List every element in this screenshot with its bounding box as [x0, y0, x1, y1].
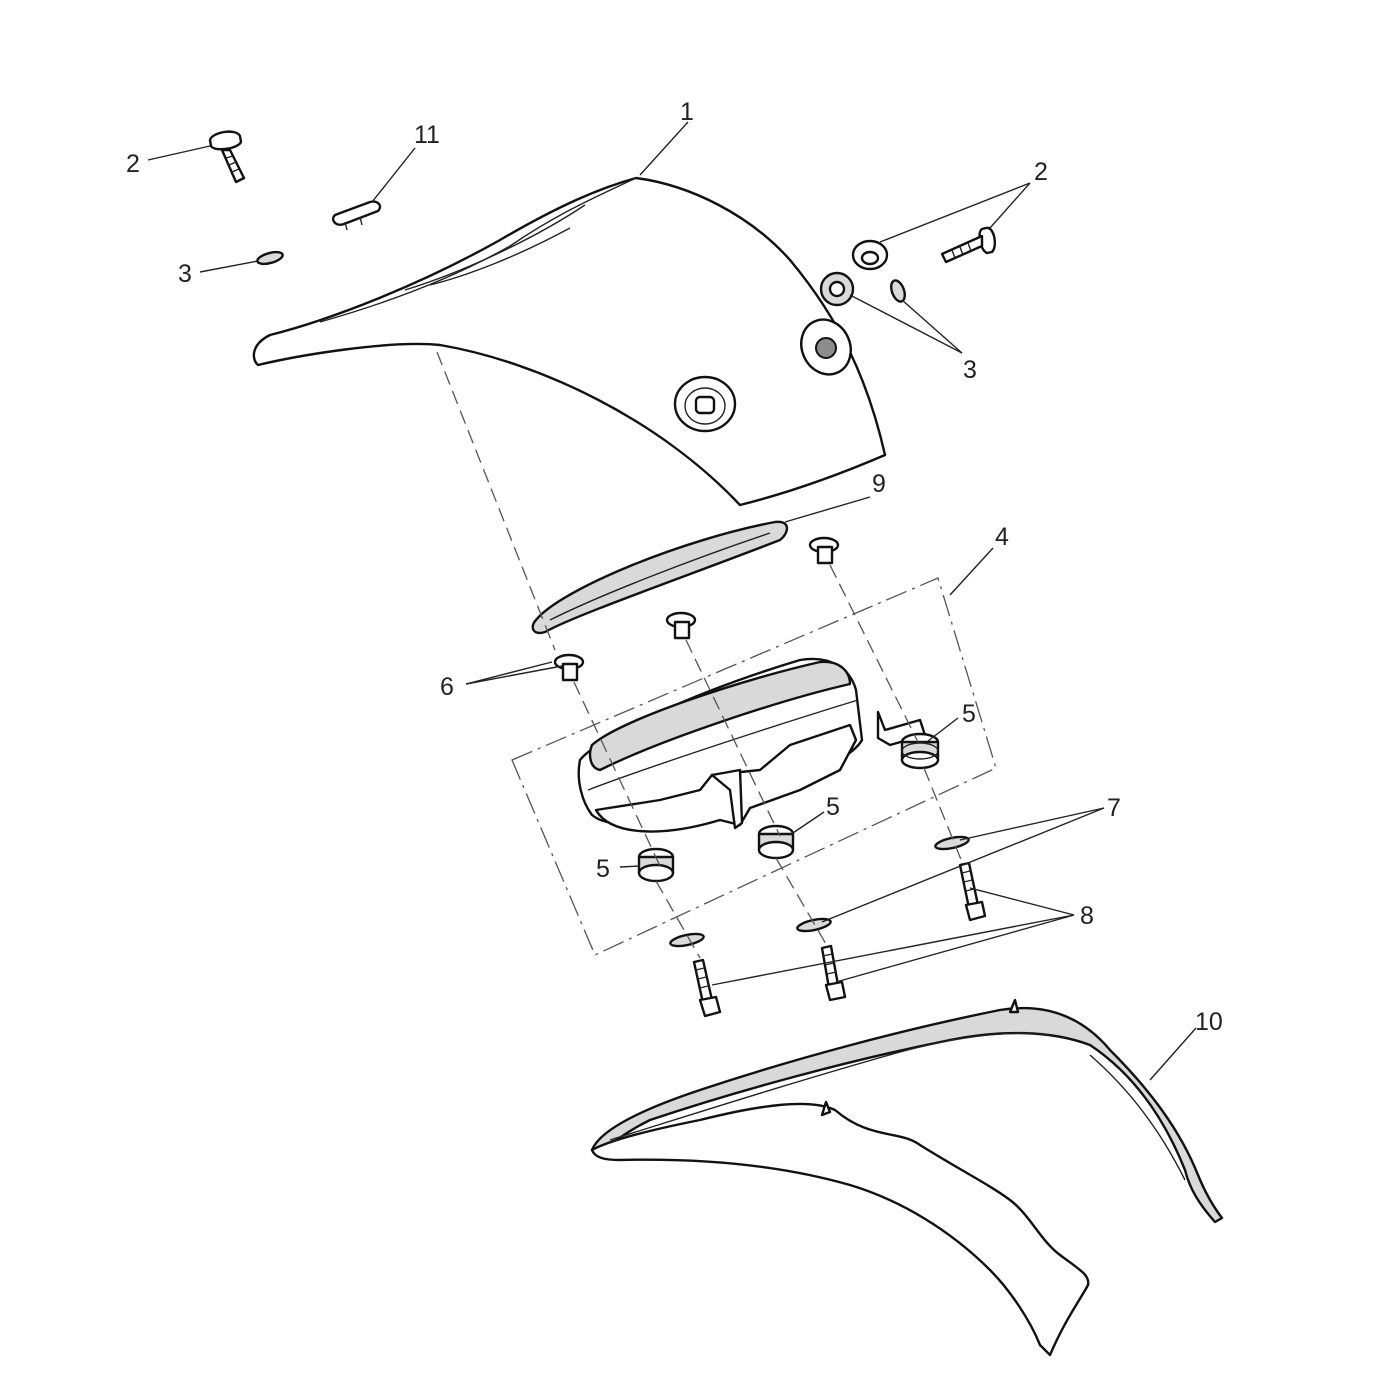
- cowl-mount-boss-right: [800, 318, 852, 376]
- part-3-washer-right: [890, 279, 906, 303]
- cowl-mount-boss-lower: [673, 375, 737, 433]
- part-9-gasket: [531, 520, 789, 635]
- callout-3-left: 3: [178, 260, 192, 288]
- callout-7: 7: [1107, 794, 1121, 822]
- part-8-bolt-right: [958, 861, 987, 922]
- part-6-stud-left: [553, 653, 585, 682]
- part-8-bolt-center: [820, 944, 847, 1002]
- callout-2-right: 2: [1034, 158, 1048, 186]
- callout-5-left: 5: [596, 855, 610, 883]
- part-4-instrument-body: [577, 657, 927, 833]
- callout-9: 9: [872, 470, 886, 498]
- part-3-grommet-right: [819, 271, 855, 307]
- part-6-stud-middle: [665, 611, 697, 640]
- part-2-screw-left: [208, 130, 246, 184]
- part-10-trim-surround: [590, 998, 1224, 1357]
- callout-4: 4: [995, 523, 1009, 551]
- part-5-grommet-center: [757, 824, 795, 860]
- callout-6: 6: [440, 673, 454, 701]
- callout-11: 11: [414, 121, 440, 149]
- part-7-washer-left: [669, 932, 705, 948]
- part-11-clip: [331, 200, 382, 231]
- callout-3-right: 3: [963, 356, 977, 384]
- part-2-grommet-washer: [851, 239, 889, 271]
- alignment-lines: [436, 351, 963, 959]
- callout-5-center: 5: [826, 793, 840, 821]
- part-1-instrument-cowl: [252, 176, 887, 507]
- leader-lines: [147, 121, 1197, 1081]
- part-5-grommet-left: [637, 847, 675, 883]
- callout-5-right: 5: [962, 700, 976, 728]
- part-8-bolt-left: [692, 958, 722, 1018]
- part-5-grommet-right: [900, 732, 940, 770]
- part-4-assembly-boundary: [511, 577, 997, 956]
- part-3-washer-left: [256, 250, 284, 266]
- callout-labels: 1 2 2 3 3 4 5 5 5 6 7 8 9 10 11: [126, 98, 1223, 1036]
- callout-2-left: 2: [126, 150, 140, 178]
- part-7-washer-center: [796, 917, 832, 933]
- part-2-screw-right: [940, 226, 997, 264]
- part-6-stud-top-right: [808, 536, 840, 565]
- callout-8: 8: [1080, 902, 1094, 930]
- callout-1: 1: [680, 98, 694, 126]
- callout-10: 10: [1195, 1008, 1223, 1036]
